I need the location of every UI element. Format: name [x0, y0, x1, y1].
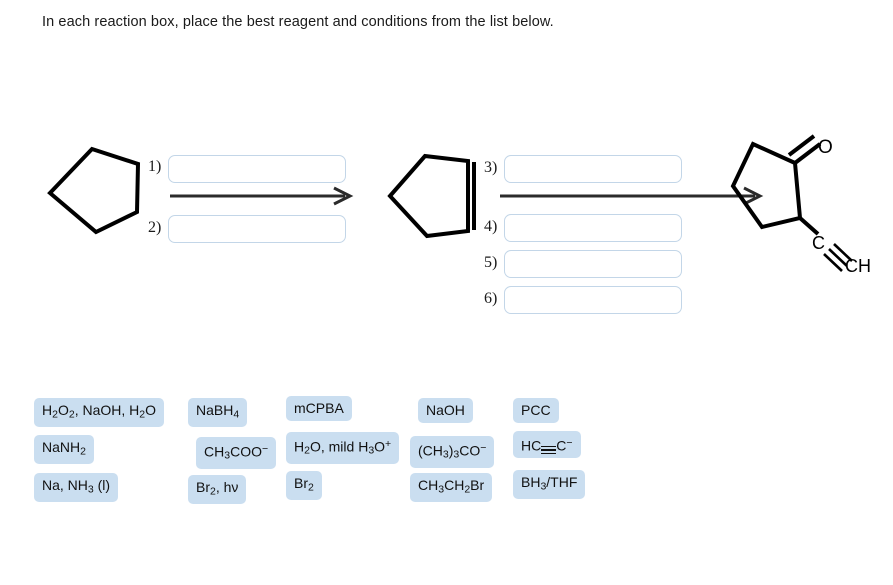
blank-number-2: 2) [148, 219, 162, 236]
reagent-tile-br2-hv[interactable]: Br2, hν [188, 475, 247, 505]
carbonyl-bond-b [787, 134, 816, 157]
reaction-blank-1[interactable] [168, 155, 346, 183]
reagent-tile-naoh[interactable]: NaOH [418, 398, 473, 423]
alkyne-attachment-bond [798, 216, 820, 236]
terminal-ch-label: CH [845, 256, 871, 276]
triple-bond-line-1 [828, 248, 848, 267]
reaction-blank-5[interactable] [504, 250, 682, 278]
carbonyl-bond-a [793, 142, 822, 165]
structure-cyclopentane [47, 146, 141, 235]
reaction-blank-2[interactable] [168, 215, 346, 243]
reaction-arrow-1 [170, 186, 354, 206]
reaction-blank-6[interactable] [504, 286, 682, 314]
reagent-tile-mcpba[interactable]: mCPBA [286, 396, 352, 421]
triple-bond-line-3 [823, 253, 843, 272]
reagent-tile-h2o-mild-h3o+[interactable]: H2O, mild H3O+ [286, 432, 400, 464]
reaction-blank-3[interactable] [504, 155, 682, 183]
blank-number-4: 4) [484, 218, 498, 235]
triple-bond-line-2 [833, 243, 853, 262]
blank-number-5: 5) [484, 254, 498, 271]
reagent-tile-h2o2-naoh-h2o[interactable]: H2O2, NaOH, H2O [34, 398, 165, 428]
blank-number-1: 1) [148, 158, 162, 175]
reagent-tile-nanh2[interactable]: NaNH2 [34, 435, 94, 465]
reagent-tile-ch3ch2br[interactable]: CH3CH2Br [410, 473, 493, 503]
reagent-tile-pcc[interactable]: PCC [513, 398, 559, 423]
reagent-tile-tbuo-[interactable]: (CH3)3CO− [410, 436, 495, 468]
reagent-tile-bh3-thf[interactable]: BH3/THF [513, 470, 586, 500]
reagent-tile-ch3coo-[interactable]: CH3COO− [196, 437, 277, 469]
oxygen-label: O [818, 137, 833, 158]
blank-number-6: 6) [484, 290, 498, 307]
cyclopentane-ring [47, 146, 141, 235]
arrow-1-head [333, 186, 354, 206]
structure-2-ethynylcyclopentanone: O C CH [730, 134, 871, 276]
reagent-tile-na-nh3-l[interactable]: Na, NH3 (l) [34, 473, 119, 503]
reaction-blank-4[interactable] [504, 214, 682, 242]
cyclopentanone-ring [730, 141, 803, 230]
cyclopentene-ring [387, 153, 470, 239]
reagent-tile-br2[interactable]: Br2 [286, 471, 322, 501]
blank-number-3: 3) [484, 159, 498, 176]
reaction-arrow-2 [500, 186, 764, 206]
structure-cyclopentene [387, 153, 476, 239]
reagent-tile-nabh4[interactable]: NaBH4 [188, 398, 248, 428]
alkyne-carbon-label: C [812, 233, 825, 253]
page-title: In each reaction box, place the best rea… [42, 14, 554, 30]
